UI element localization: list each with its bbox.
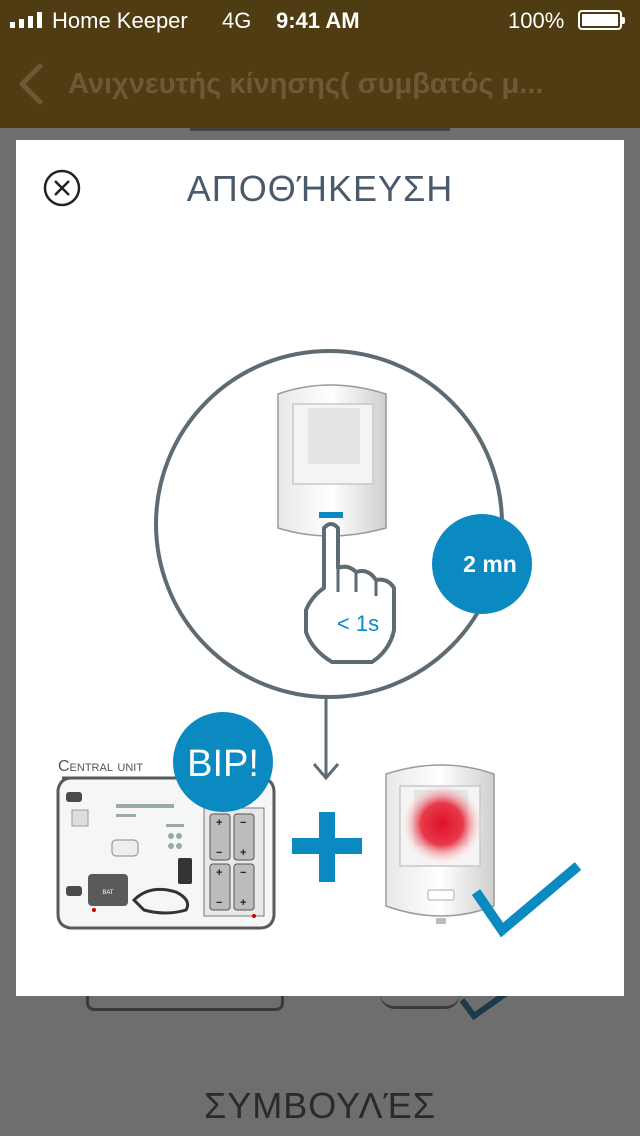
svg-text:−: −: [240, 817, 246, 829]
page-title: Ανιχνευτής κίνησης( συμβατός μ...: [68, 68, 544, 100]
pairing-illustration: < 1s 2 mn Central unit BAT: [56, 349, 582, 938]
timer-badge-label: 2 mn: [463, 551, 517, 577]
svg-text:−: −: [216, 897, 222, 909]
modal-title: ΑΠΟΘΉΚΕΥΣΗ: [186, 168, 454, 209]
battery-percent: 100%: [508, 8, 565, 33]
press-duration-label: < 1s: [337, 611, 379, 636]
svg-text:+: +: [216, 817, 222, 829]
motion-detector-paired: [385, 764, 495, 924]
svg-text:+: +: [216, 867, 222, 879]
svg-text:−: −: [216, 847, 222, 859]
tips-heading: ΣΥΜΒΟΥΛΈΣ: [204, 1085, 436, 1126]
central-unit-label: Central unit: [58, 758, 143, 775]
svg-text:+: +: [240, 897, 246, 909]
svg-text:BAT: BAT: [102, 890, 114, 896]
battery-icon: [578, 10, 625, 30]
background-detector-fragment: [380, 994, 460, 1009]
svg-text:−: −: [240, 867, 246, 879]
background-check-icon: [460, 990, 510, 1020]
pairing-button-led: [319, 512, 343, 518]
svg-text:+: +: [240, 847, 246, 859]
status-bar: Home Keeper 4G 9:41 AM 100%: [0, 0, 640, 40]
signal-icon: [10, 12, 42, 28]
navigation-bar: Ανιχνευτής κίνησης( συμβατός μ...: [0, 40, 640, 128]
success-check-icon: [471, 862, 582, 938]
bip-badge: [173, 712, 273, 812]
red-led-indicator: [400, 782, 484, 866]
back-chevron-icon[interactable]: [14, 62, 54, 106]
network-type: 4G: [222, 8, 252, 33]
close-icon[interactable]: [42, 168, 82, 208]
bip-badge-label: BIP!: [187, 743, 259, 785]
motion-detector-top: [277, 384, 387, 537]
clock: 9:41 AM: [276, 8, 360, 33]
timer-badge: [432, 514, 532, 614]
background-central-unit-fragment: [86, 990, 284, 1011]
carrier-name: Home Keeper: [52, 8, 188, 33]
save-instructions-modal: ΑΠΟΘΉΚΕΥΣΗ: [16, 140, 624, 996]
central-unit-device: BAT + − + − + − + −: [56, 776, 276, 930]
background-fragment: [190, 128, 450, 143]
hand-press-icon: [304, 522, 396, 664]
